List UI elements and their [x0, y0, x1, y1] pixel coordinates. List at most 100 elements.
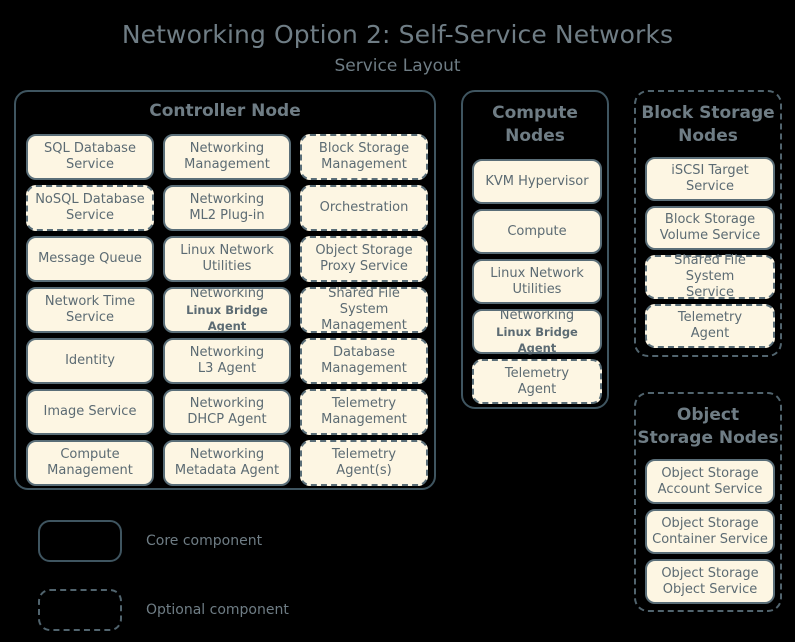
- service-label-line1: Object Storage: [661, 465, 759, 481]
- service-label-line1: Networking: [189, 286, 265, 301]
- legend-item: Core component: [38, 518, 289, 564]
- service-label-line2: Management: [321, 361, 407, 376]
- service-label-line1: Networking: [189, 141, 265, 156]
- service-label-line2: Volume Service: [659, 228, 761, 243]
- service-box[interactable]: Orchestration: [300, 185, 428, 231]
- service-label-line1: Networking: [499, 307, 575, 323]
- service-label-line1: Telemetry: [504, 365, 570, 381]
- compute-nodes-title: Compute Nodes: [463, 102, 607, 148]
- service-label-line2: Agent: [690, 326, 730, 341]
- legend-item: Optional component: [38, 587, 289, 633]
- service-label-line2: ML2 Plug-in: [189, 208, 265, 223]
- service-label-line1: Telemetry: [331, 396, 397, 411]
- service-label-line1: Block Storage: [664, 212, 756, 227]
- service-label-line2: Proxy Service: [320, 259, 408, 274]
- service-label-line1: Database: [332, 345, 396, 360]
- service-label-line1: Object Storage: [315, 243, 413, 258]
- block-storage-nodes-title-line1: Block Storage: [641, 103, 775, 123]
- service-label-line1: Object Storage: [661, 565, 759, 581]
- page-subtitle: Service Layout: [334, 56, 461, 76]
- service-label-line2: Management: [321, 157, 407, 172]
- object-storage-nodes-title-line1: Object: [676, 405, 740, 425]
- service-label-line1: Network Time: [44, 294, 136, 309]
- service-label-line2: Linux Bridge Agent: [186, 303, 268, 333]
- service-box[interactable]: Compute: [472, 209, 602, 254]
- block-storage-nodes-title: Block Storage Nodes: [636, 102, 780, 148]
- service-label-line1: Telemetry: [331, 447, 397, 462]
- service-label-line2: Service: [65, 310, 115, 325]
- service-label-line1: Networking: [189, 396, 265, 411]
- service-label-line1: Compute: [60, 447, 120, 462]
- service-label-line2: Container Service: [652, 531, 768, 547]
- service-label-line1: SQL Database: [44, 141, 136, 156]
- service-label-line2: Linux Bridge Agent: [496, 324, 578, 355]
- service-label-line1: Block Storage: [318, 141, 410, 156]
- service-label-line1: Shared File System: [674, 253, 746, 284]
- service-label-line1: KVM Hypervisor: [485, 173, 589, 189]
- service-label-line1: Telemetry: [677, 310, 743, 325]
- service-label-line1: NoSQL Database: [35, 192, 145, 207]
- legend-label: Core component: [146, 533, 263, 549]
- service-box[interactable]: Message Queue: [26, 236, 154, 282]
- service-label-line2: Object Service: [662, 581, 758, 597]
- service-label-line1: Compute: [507, 223, 567, 239]
- service-label-line2: Management: [321, 318, 407, 333]
- controller-node-title: Controller Node: [149, 101, 301, 121]
- compute-nodes-title-line2: Nodes: [505, 126, 565, 146]
- service-label-line1: Orchestration: [319, 200, 409, 215]
- service-label-line2: Management: [184, 157, 270, 172]
- service-label-line2: Account Service: [657, 481, 763, 497]
- page-title: Networking Option 2: Self-Service Networ…: [121, 20, 674, 49]
- service-box[interactable]: Image Service: [26, 389, 154, 435]
- service-label-line1: Message Queue: [38, 251, 142, 266]
- service-label-line2: DHCP Agent: [187, 412, 267, 427]
- block-storage-nodes-title-line2: Nodes: [678, 126, 738, 146]
- service-label-line1: Networking: [189, 192, 265, 207]
- service-label-line1: Networking: [189, 447, 265, 462]
- service-label-line2: Service: [65, 157, 115, 172]
- service-label-line2: Service: [65, 208, 115, 223]
- service-label-line2: Metadata Agent: [174, 463, 280, 478]
- service-label-line2: Agent: [517, 381, 557, 397]
- service-label-line1: Image Service: [43, 404, 137, 419]
- service-label-line2: Management: [47, 463, 133, 478]
- service-label-line2: Utilities: [202, 259, 252, 274]
- compute-nodes-title-line1: Compute: [492, 103, 578, 123]
- service-label-line1: Object Storage: [661, 515, 759, 531]
- service-box[interactable]: KVM Hypervisor: [472, 159, 602, 204]
- service-box[interactable]: Identity: [26, 338, 154, 384]
